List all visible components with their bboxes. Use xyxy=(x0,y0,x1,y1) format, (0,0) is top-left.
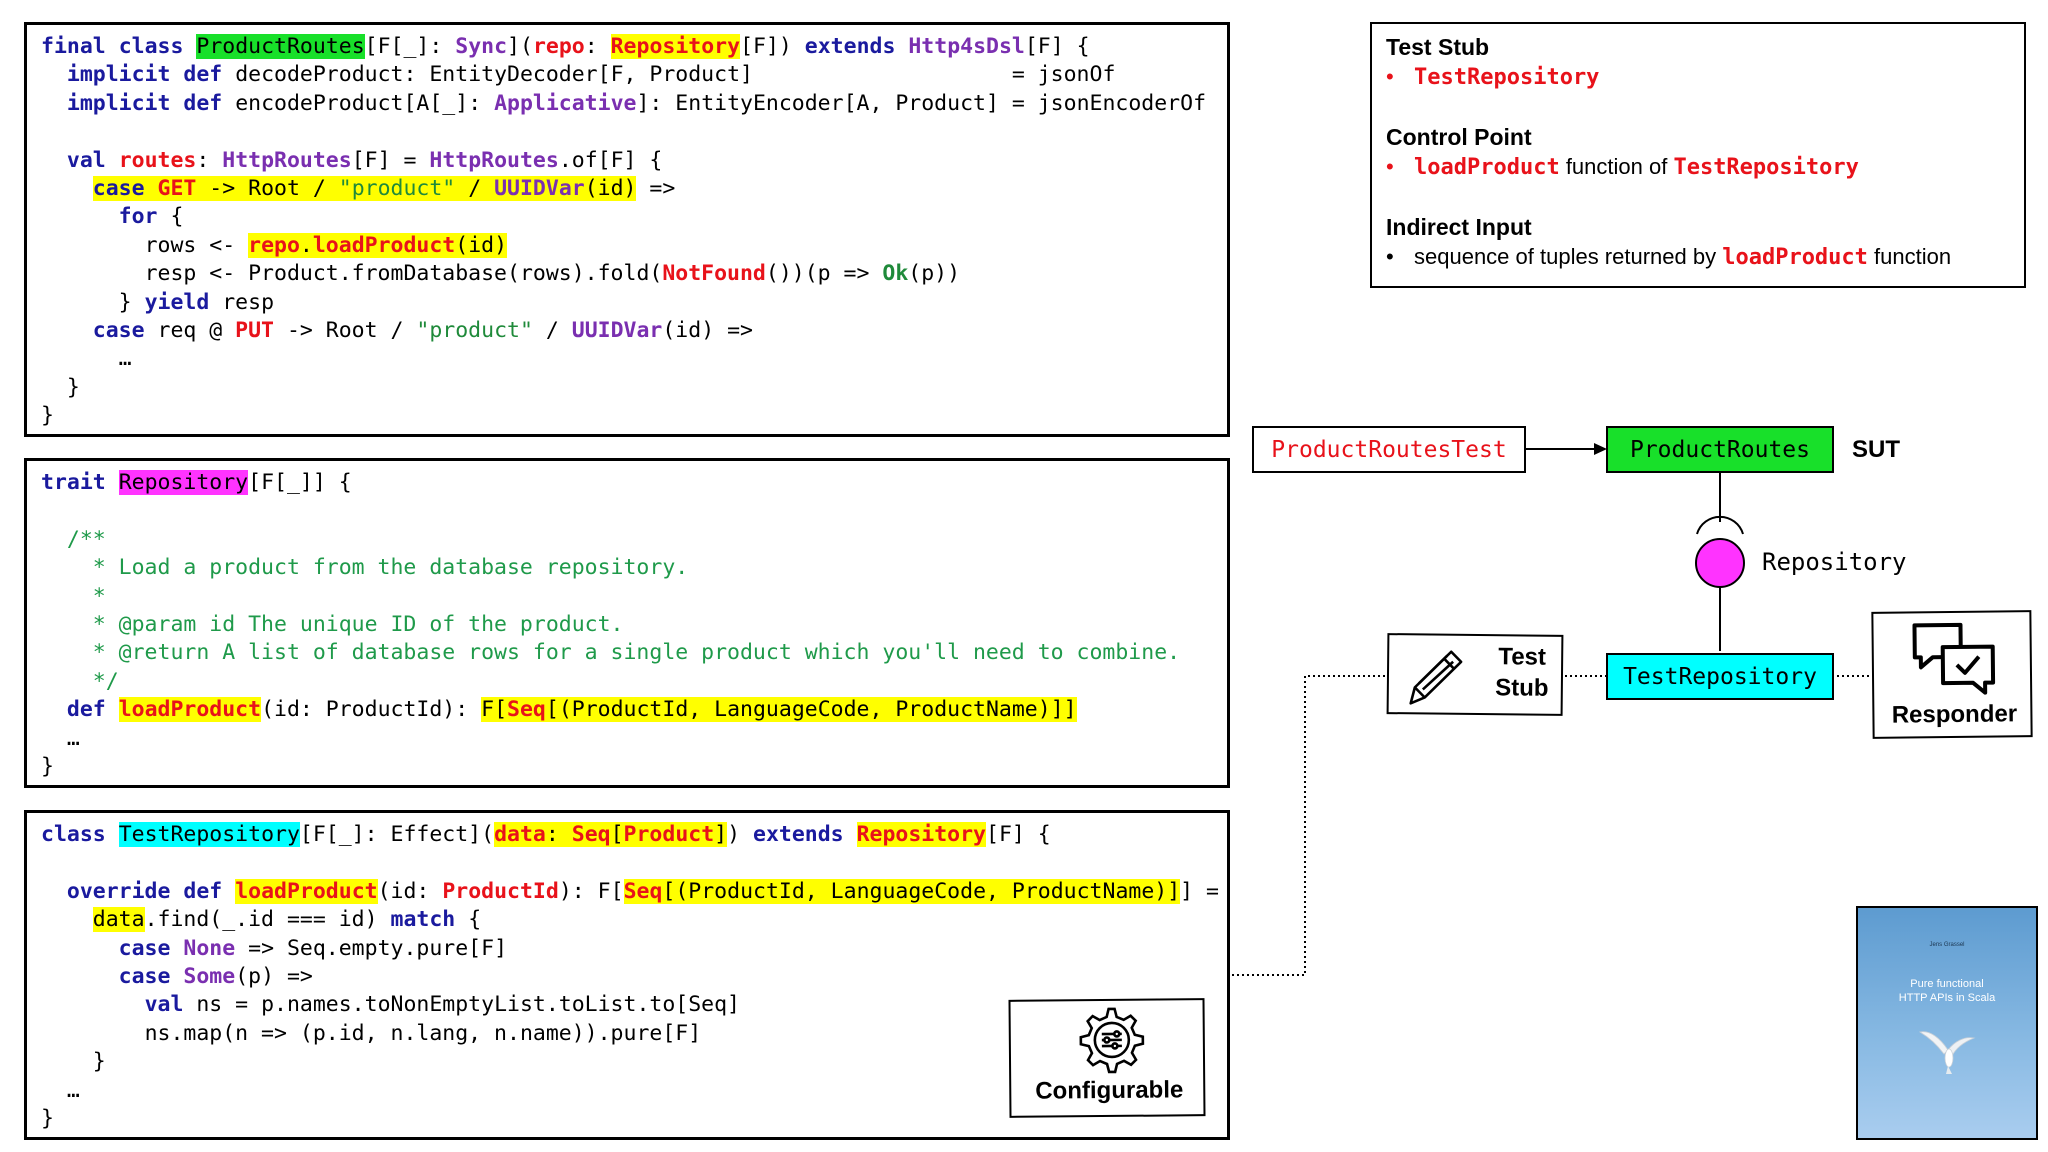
code-line: class TestRepository[F[_]: Effect](data:… xyxy=(41,822,1051,847)
code-line: } xyxy=(41,1105,54,1131)
product-routes-code-panel: final class ProductRoutes[F[_]: Sync](re… xyxy=(24,22,1230,437)
test-stub-stamp: Test Stub xyxy=(1386,633,1564,716)
gear-icon xyxy=(1079,1007,1145,1074)
highlight-test-repository: TestRepository xyxy=(118,822,300,847)
highlight-data-usage: data xyxy=(92,907,145,933)
code-line: override def loadProduct(id: ProductId):… xyxy=(66,878,1220,904)
highlight-repository-trait: Repository xyxy=(118,470,249,495)
code-line: resp <- Product.fromDatabase(rows).fold(… xyxy=(144,261,961,287)
code-line: data.find(_.id === id) match { xyxy=(92,907,482,933)
seagull-illustration xyxy=(1918,1031,1976,1074)
code-line: … xyxy=(118,346,132,372)
configurable-label: Configurable xyxy=(1035,1076,1184,1105)
code-line: } xyxy=(41,753,54,779)
code-line: def loadProduct(id: ProductId): F[Seq[(P… xyxy=(66,697,1077,723)
code-comment: * @param id The unique ID of the product… xyxy=(66,611,624,637)
test-repository-label: TestRepository xyxy=(1623,663,1817,690)
code-comment: * @return A list of database rows for a … xyxy=(66,640,1181,666)
indirect-input-item: •sequence of tuples returned by loadProd… xyxy=(1386,244,1952,270)
highlight-load-product-call: repo.loadProduct(id) xyxy=(248,232,508,258)
code-comment: /** xyxy=(66,526,106,552)
highlight-load-product-override: loadProduct xyxy=(235,878,378,904)
product-routes-label: ProductRoutes xyxy=(1629,436,1810,463)
pencil-icon xyxy=(1409,650,1463,705)
repository-trait-code-panel: trait Repository[F[_]] { /** * Load a pr… xyxy=(24,458,1230,788)
test-repository-code-panel: class TestRepository[F[_]: Effect](data:… xyxy=(24,810,1230,1140)
required-interface-socket xyxy=(1696,515,1744,535)
highlight-repository-parent: Repository xyxy=(856,822,987,847)
code-line: case req @ PUT -> Root / "product" / UUI… xyxy=(92,317,753,343)
code-line: } xyxy=(41,403,54,429)
highlight-load-product-def: loadProduct xyxy=(118,697,262,723)
repository-interface-ball xyxy=(1695,538,1745,588)
test-stub-heading: Test Stub xyxy=(1386,34,1490,60)
sut-label: SUT xyxy=(1852,436,1900,463)
code-line-blank xyxy=(41,118,1227,146)
test-stub-item: •TestRepository xyxy=(1386,64,1600,90)
book-title-line-1: Pure functional xyxy=(1910,978,1984,990)
code-line: case GET -> Root / "product" / UUIDVar(i… xyxy=(92,175,676,201)
repository-interface-label: Repository xyxy=(1762,548,1907,576)
code-line: case None => Seq.empty.pure[F] xyxy=(118,935,508,961)
highlight-product-routes: ProductRoutes xyxy=(196,34,365,59)
code-line: val routes: HttpRoutes[F] = HttpRoutes.o… xyxy=(66,147,663,173)
highlight-data-param: data: Seq[Product] xyxy=(494,822,728,847)
indirect-input-heading: Indirect Input xyxy=(1386,214,1532,240)
code-line: … xyxy=(66,725,80,751)
control-point-heading: Control Point xyxy=(1386,124,1532,150)
book-author: Jens Grassel xyxy=(1929,942,1965,948)
highlight-repository: Repository xyxy=(610,34,741,59)
book-cover: Jens Grassel Pure functional HTTP APIs i… xyxy=(1856,906,2038,1140)
responder-label: Responder xyxy=(1891,700,2018,729)
code-line: final class ProductRoutes[F[_]: Sync](re… xyxy=(41,34,1090,59)
chat-check-icon xyxy=(1912,622,1996,695)
code-line: for { xyxy=(118,204,184,230)
code-line: rows <- repo.loadProduct(id) xyxy=(144,232,508,258)
code-line: } yield resp xyxy=(118,289,275,315)
code-line: ns.map(n => (p.id, n.lang, n.name)).pure… xyxy=(144,1020,702,1046)
code-line: implicit def encodeProduct[A[_]: Applica… xyxy=(66,90,1207,116)
book-title-line-2: HTTP APIs in Scala xyxy=(1898,992,1996,1004)
code-comment: * xyxy=(66,583,106,609)
test-stub-notes-box: Test Stub •TestRepository Control Point … xyxy=(1370,22,2026,288)
highlight-override-return-type: Seq[(ProductId, LanguageCode, ProductNam… xyxy=(623,878,1181,904)
product-routes-test-box: ProductRoutesTest xyxy=(1252,426,1526,473)
configurable-dotted-link xyxy=(1232,675,1388,976)
code-line: trait Repository[F[_]] { xyxy=(41,470,352,495)
code-line: } xyxy=(66,374,80,400)
responder-stamp: Responder xyxy=(1871,610,2033,739)
code-line: } xyxy=(92,1049,106,1075)
highlight-return-type: F[Seq[(ProductId, LanguageCode, ProductN… xyxy=(481,697,1077,723)
product-routes-test-label: ProductRoutesTest xyxy=(1271,436,1507,463)
highlight-get-route: case GET -> Root / "product" / UUIDVar(i… xyxy=(92,175,637,201)
code-line: case Some(p) => xyxy=(118,963,313,989)
code-comment: */ xyxy=(66,668,119,694)
configurable-stamp: Configurable xyxy=(1008,998,1206,1118)
code-line: … xyxy=(66,1077,80,1103)
test-stub-stamp-label-2: Stub xyxy=(1495,674,1549,702)
product-routes-sut-box: ProductRoutes xyxy=(1606,426,1834,473)
code-line: implicit def decodeProduct: EntityDecode… xyxy=(66,62,1116,88)
test-repository-box: TestRepository xyxy=(1606,653,1834,700)
control-point-item: •loadProduct function of TestRepository xyxy=(1386,154,1859,180)
code-line-blank xyxy=(41,497,1227,525)
code-comment: * Load a product from the database repos… xyxy=(66,555,689,581)
code-line-blank xyxy=(41,849,1227,877)
test-stub-stamp-label-1: Test xyxy=(1498,643,1547,671)
code-line: val ns = p.names.toNonEmptyList.toList.t… xyxy=(144,992,741,1018)
